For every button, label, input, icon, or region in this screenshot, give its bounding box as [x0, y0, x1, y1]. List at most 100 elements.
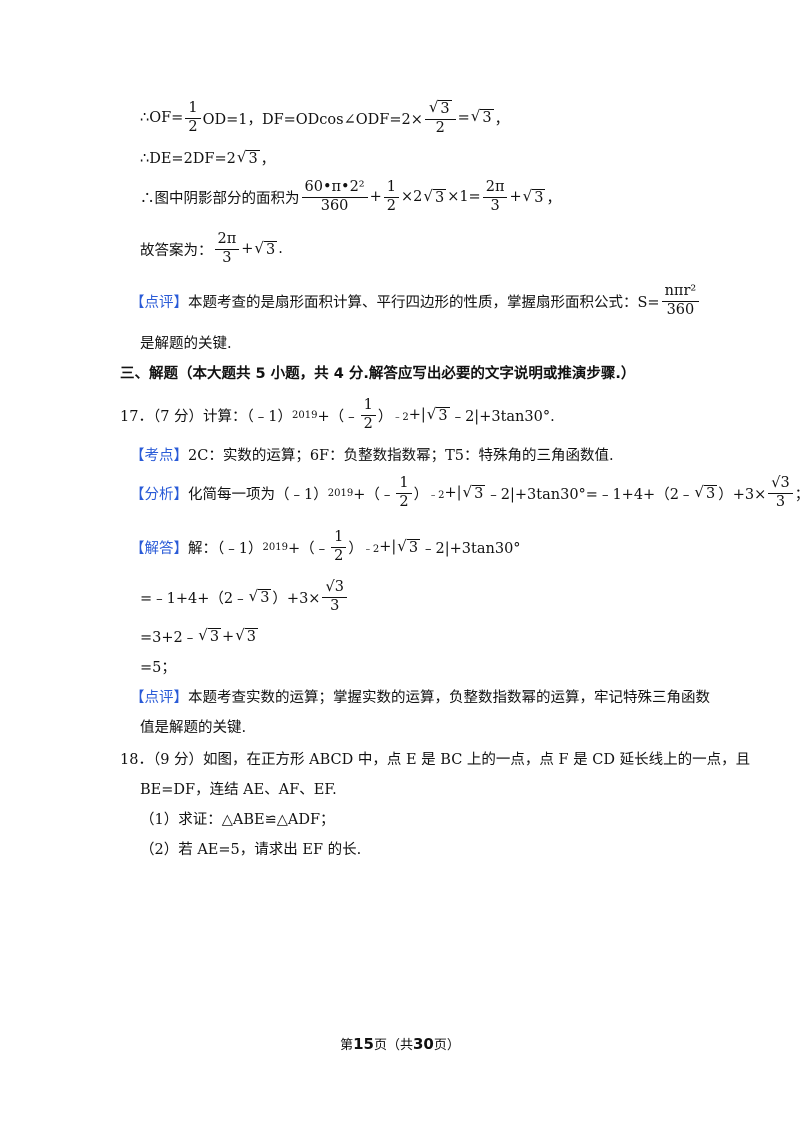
denominator: 2 [399, 493, 409, 510]
numerator: nπr² [661, 283, 700, 302]
exponent: 2019 [292, 409, 318, 421]
text: 页（共 [373, 1038, 413, 1053]
text: 18．（9 分）如图，在正方形 ABCD 中，点 E 是 BC 上的一点，点 F… [120, 752, 751, 768]
text: 三、解题（本大题共 5 小题，共 4 分.解答应写出必要的文字说明或推演步骤.） [120, 366, 636, 382]
question-18-cont: BE=DF，连结 AE、AF、EF. [140, 778, 337, 799]
radicand: 3 [480, 109, 494, 127]
text: ×2 [401, 189, 423, 206]
numerator: 1 [360, 397, 376, 416]
radicand: 3 [438, 100, 452, 117]
text: 解：（﹣1） [188, 540, 263, 557]
section-title: 三、解题（本大题共 5 小题，共 4 分.解答应写出必要的文字说明或推演步骤.） [120, 362, 635, 383]
radicand: 3 [472, 484, 486, 502]
text: 页） [433, 1038, 460, 1053]
text: =3+2﹣ [140, 630, 198, 646]
sqrt: √3 [426, 404, 450, 424]
fx-tag: 【分析】 [130, 486, 188, 503]
numerator: 2π [482, 179, 508, 198]
denominator: 360 [666, 301, 695, 318]
denominator: 3 [775, 493, 786, 510]
review-tag: 【点评】 [130, 294, 188, 311]
denominator: 2 [334, 547, 344, 564]
text: . [278, 241, 283, 258]
radicand: 3 [406, 538, 421, 556]
exponent: ﹣2 [428, 489, 445, 501]
text: 是解题的关键. [140, 336, 232, 352]
step-3: =5； [140, 656, 176, 677]
text: ﹣2|+3tan30° [421, 540, 521, 557]
text: +（﹣ [353, 486, 395, 503]
text: ， [260, 152, 276, 168]
numerator: 1 [383, 179, 400, 198]
numerator: √3 [322, 579, 347, 598]
text: ﹣2|+3tan30°. [450, 408, 555, 425]
knowledge-point: 【考点】 2C：实数的运算；6F：负整数指数幂；T5：特殊角的三角函数值. [130, 444, 614, 465]
step-2: =3+2﹣ √3 + √3 [140, 626, 259, 647]
text: （1）求证：△ABE≌△ADF； [140, 812, 335, 828]
radicand: 3 [532, 188, 546, 206]
radicand: 3 [244, 627, 258, 645]
denominator: 3 [490, 197, 500, 214]
text: + [222, 628, 235, 645]
text: ）+3× [272, 590, 321, 607]
text: 值是解题的关键. [140, 720, 247, 736]
text: 本题考查的是扇形面积计算、平行四边形的性质，掌握扇形面积公式：S= [188, 294, 660, 311]
text: 2C：实数的运算；6F：负整数指数幂；T5：特殊角的三角函数值. [188, 448, 614, 464]
sqrt: √3 [397, 536, 421, 556]
radicand: 3 [432, 188, 447, 206]
text: ）+3× [718, 486, 767, 503]
text: + [509, 189, 522, 206]
text: ， [546, 190, 561, 207]
total-pages: 30 [413, 1035, 434, 1053]
text: ﹣2|+3tan30°=﹣1+4+（2﹣ [486, 486, 694, 503]
text: ） [377, 408, 393, 425]
text: ∴DE=2DF=2 [140, 150, 236, 167]
text: ×1= [447, 189, 481, 206]
question-18: 18．（9 分）如图，在正方形 ABCD 中，点 E 是 BC 上的一点，点 F… [120, 748, 750, 769]
exponent: 2019 [327, 487, 354, 499]
review-1: 【点评】 本题考查的是扇形面积计算、平行四边形的性质，掌握扇形面积公式：S= n… [130, 283, 701, 319]
text: ； [795, 483, 800, 504]
text: + [369, 189, 382, 206]
denominator: 2 [188, 118, 198, 135]
sqrt: √3 [236, 147, 260, 167]
sqrt: √3 [428, 98, 452, 117]
text: = [457, 110, 470, 127]
radicand: 3 [436, 406, 450, 424]
numerator: √3 [424, 98, 456, 120]
radicand: 3 [246, 149, 260, 167]
denominator: 360 [320, 197, 349, 214]
sqrt: √3 [522, 186, 546, 206]
numerator: 1 [396, 475, 412, 494]
text: + [241, 241, 254, 258]
radicand: 3 [207, 627, 222, 645]
text: +（﹣ [317, 408, 359, 425]
text: 第 [340, 1038, 354, 1053]
sqrt: √3 [235, 625, 258, 645]
numerator: 60•π•2² [301, 179, 368, 198]
radicand: 3 [258, 588, 272, 606]
radicand: 3 [703, 484, 718, 502]
sqrt: √3 [470, 107, 494, 127]
page-footer: 第15页（共30页） [0, 1034, 800, 1053]
text: +| [379, 539, 397, 556]
review-1-cont: 是解题的关键. [140, 332, 232, 353]
denominator: 3 [330, 597, 340, 614]
